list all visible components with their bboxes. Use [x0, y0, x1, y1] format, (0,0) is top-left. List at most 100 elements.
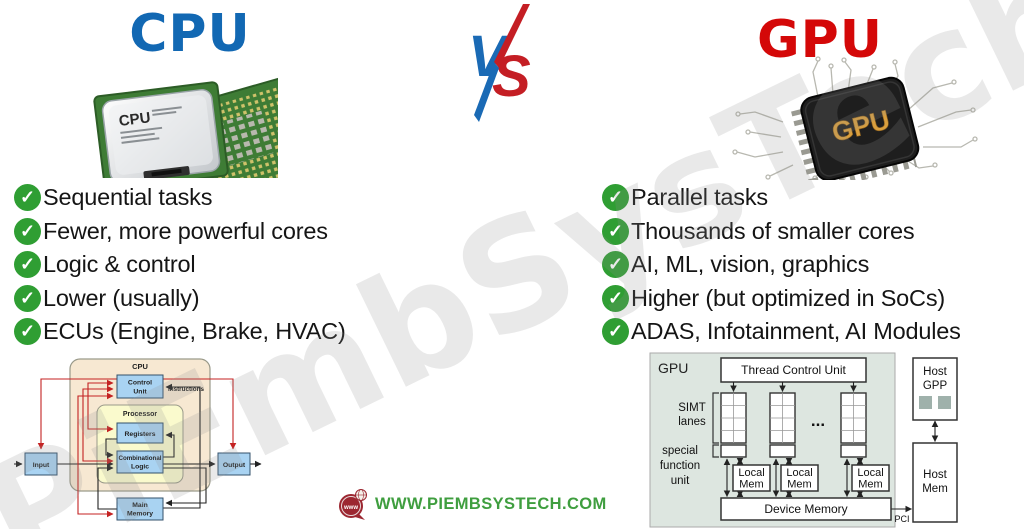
feature-text: Fewer, more powerful cores — [43, 217, 328, 244]
check-icon: ✓ — [14, 217, 41, 245]
output-box: Output — [217, 452, 251, 476]
svg-text:GPP: GPP — [923, 380, 948, 392]
feature-text: Logic & control — [43, 251, 196, 278]
sfu-label: special — [662, 445, 698, 457]
gpu-arrows — [723, 382, 939, 513]
combinational-logic-box: Combinational Logic — [116, 450, 164, 474]
main-memory-box: Main Memory — [116, 497, 164, 521]
feature-text: Higher (but optimized in SoCs) — [631, 284, 945, 311]
svg-text:Mem: Mem — [739, 479, 763, 491]
simt-lane — [720, 392, 747, 458]
cpu-chip-image: CPU — [93, 76, 278, 178]
list-item: ✓AI, ML, vision, graphics — [602, 248, 961, 282]
svg-text:Unit: Unit — [133, 389, 147, 396]
website-url: WWW.PIEMBSYSTECH.COM — [375, 494, 607, 513]
feature-text: Thousands of smaller cores — [631, 217, 915, 244]
vs-letter-s: S — [492, 44, 531, 109]
svg-text:Combinational: Combinational — [119, 455, 162, 462]
check-icon: ✓ — [602, 217, 629, 245]
feature-text: Lower (usually) — [43, 284, 200, 311]
svg-text:Memory: Memory — [127, 511, 153, 518]
gpp-core-square — [919, 396, 932, 409]
cpu-black-arrows — [14, 383, 262, 510]
svg-text:Mem: Mem — [858, 479, 882, 491]
feature-text: ECUs (Engine, Brake, HVAC) — [43, 318, 346, 345]
check-icon: ✓ — [602, 251, 629, 279]
svg-text:Registers: Registers — [125, 431, 156, 438]
simt-label: lanes — [678, 416, 706, 428]
local-mem-box: Local Mem — [732, 464, 771, 492]
simt-label: SIMT — [678, 402, 705, 414]
svg-text:Local: Local — [786, 467, 812, 479]
local-mem-box: Local Mem — [780, 464, 819, 492]
cpu-front-chip: CPU — [93, 81, 229, 178]
svg-text:Input: Input — [33, 462, 50, 469]
gpp-core-square — [938, 396, 951, 409]
sfu-label: function — [660, 460, 700, 472]
check-icon: ✓ — [14, 184, 41, 212]
cpu-chip-label: CPU — [118, 109, 152, 130]
gpu-feature-list: ✓Parallel tasks ✓Thousands of smaller co… — [602, 181, 961, 349]
list-item: ✓ADAS, Infotainment, AI Modules — [602, 315, 961, 349]
thread-control-unit-box: Thread Control Unit — [720, 357, 867, 383]
cpu-title: CPU — [129, 4, 251, 64]
svg-text:Control: Control — [128, 380, 152, 387]
input-box: Input — [24, 452, 58, 476]
svg-text:Host: Host — [923, 469, 947, 481]
svg-text:Output: Output — [223, 462, 246, 469]
check-icon: ✓ — [14, 251, 41, 279]
svg-text:Thread Control Unit: Thread Control Unit — [741, 363, 846, 377]
host-gpp-box: Host GPP — [912, 357, 958, 421]
vs-lightning-icon — [474, 4, 530, 122]
local-mem-box: Local Mem — [851, 464, 890, 492]
logo-www-text: www — [343, 505, 358, 511]
list-item: ✓Logic & control — [14, 248, 346, 282]
host-mem-box: Host Mem — [912, 442, 958, 523]
feature-text: Parallel tasks — [631, 184, 768, 211]
instructions-label: Instructions — [168, 386, 205, 393]
list-item: ✓Parallel tasks — [602, 181, 961, 215]
check-icon: ✓ — [602, 318, 629, 346]
check-icon: ✓ — [14, 318, 41, 346]
gpu-box-label: GPU — [658, 360, 688, 376]
svg-text:Logic: Logic — [131, 464, 149, 471]
simt-lane — [769, 392, 796, 458]
list-item: ✓Higher (but optimized in SoCs) — [602, 282, 961, 316]
footer: www WWW.PIEMBSYSTECH.COM — [338, 487, 607, 521]
feature-text: AI, ML, vision, graphics — [631, 251, 870, 278]
list-item: ✓Sequential tasks — [14, 181, 346, 215]
processor-label: Processor — [123, 411, 158, 418]
feature-text: Sequential tasks — [43, 184, 213, 211]
list-item: ✓Lower (usually) — [14, 282, 346, 316]
sfu-label: unit — [671, 475, 690, 487]
svg-text:Host: Host — [923, 366, 947, 378]
control-unit-box: Control Unit — [116, 374, 164, 399]
svg-text:Device Memory: Device Memory — [764, 502, 847, 516]
feature-text: ADAS, Infotainment, AI Modules — [631, 318, 961, 345]
piembsystech-logo-icon: www — [339, 489, 367, 520]
svg-text:Mem: Mem — [787, 479, 811, 491]
cpu-red-arrows — [37, 378, 237, 518]
svg-text:Mem: Mem — [922, 483, 948, 495]
svg-text:Local: Local — [857, 467, 883, 479]
list-item: ✓ECUs (Engine, Brake, HVAC) — [14, 315, 346, 349]
vs-logo: V S — [468, 4, 531, 122]
list-item: ✓Fewer, more powerful cores — [14, 215, 346, 249]
simt-lane — [840, 392, 867, 458]
cpu-chip-fineprint — [120, 106, 182, 144]
pci-label: PCI — [894, 514, 909, 524]
check-icon: ✓ — [602, 284, 629, 312]
list-item: ✓Thousands of smaller cores — [602, 215, 961, 249]
simt-bracket — [712, 392, 719, 458]
gpu-chip-image: GPU — [732, 56, 978, 180]
cpu-feature-list: ✓Sequential tasks ✓Fewer, more powerful … — [14, 181, 346, 349]
gpu-block-diagram: GPU Thread Control Unit — [649, 352, 958, 528]
device-memory-box: Device Memory — [720, 497, 892, 521]
svg-text:Local: Local — [738, 467, 764, 479]
svg-text:Main: Main — [132, 502, 147, 509]
lanes-ellipsis: ... — [811, 411, 825, 430]
registers-box: Registers — [116, 422, 164, 444]
gpu-chip-body: GPU — [791, 76, 920, 180]
cpu-box-label: CPU — [132, 362, 148, 371]
